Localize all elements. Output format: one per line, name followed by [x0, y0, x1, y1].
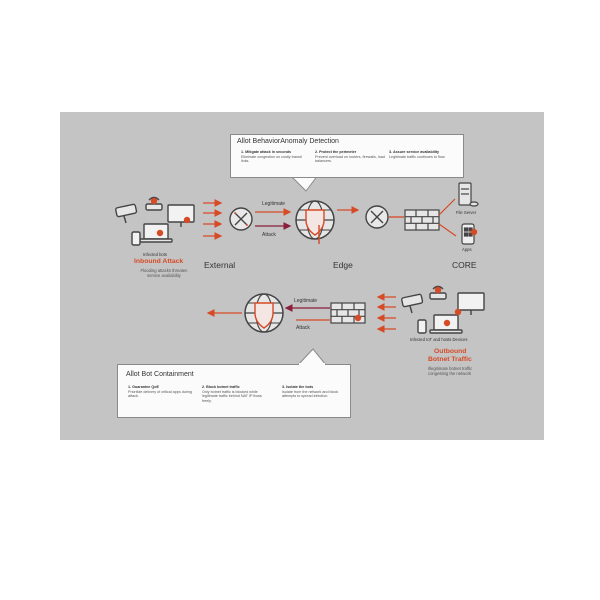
containment-step-2-body: Only botnet traffic is blocked while leg… — [202, 389, 262, 403]
containment-step-2: 2. Block botnet traffic Only botnet traf… — [202, 385, 272, 403]
firewall-icon — [404, 209, 440, 231]
zone-core: CORE — [452, 260, 477, 270]
detection-title: Allot BehaviorAnomaly Detection — [237, 138, 339, 145]
globe-shield-icon — [295, 200, 335, 240]
inbound-attack-arrows — [203, 199, 223, 240]
zone-external: External — [204, 260, 236, 270]
detection-pointer-mask — [291, 175, 317, 177]
file-server-label: File Server — [456, 210, 477, 215]
inbound-attack-label: Attack — [262, 232, 276, 238]
detection-step-3-body: Legitimate traffic continues to flow. — [389, 154, 446, 159]
detection-step-3-heading: 3. Assure service availability — [389, 150, 440, 154]
outbound-firewall-alert-icon — [354, 314, 362, 322]
containment-step-3-body: Isolate from the network and block attem… — [282, 389, 339, 399]
outbound-description-text: Illegitimate botnet traffic congesting t… — [428, 366, 473, 376]
router-icon — [229, 207, 253, 231]
detection-step-1: 1. Mitigate attack in seconds Eliminate … — [241, 150, 309, 164]
containment-step-3: 3. Isolate the bots Isolate from the net… — [282, 385, 346, 399]
inbound-attack-title: Inbound Attack — [134, 258, 184, 265]
outbound-title-line2: Botnet Traffic — [428, 356, 472, 363]
apps-label: Apps — [462, 247, 472, 252]
outbound-infected-badge-icon — [434, 286, 462, 327]
detection-step-2-heading: 2. Protect the perimeter — [315, 150, 357, 154]
outbound-devices-icon — [401, 285, 485, 334]
outbound-globe-shield-icon — [244, 293, 284, 333]
outbound-attack-arrows — [376, 293, 396, 333]
inbound-description: Flooding attacks threaten service availa… — [136, 268, 192, 278]
firewall-to-core-lines — [438, 198, 457, 237]
outbound-edge-arrows — [284, 304, 330, 321]
containment-pointer-mask — [299, 363, 325, 366]
detection-callout: Allot BehaviorAnomaly Detection 1. Mitig… — [230, 134, 464, 178]
containment-step-1-heading: 1. Guarantee QoE — [128, 385, 159, 389]
containment-callout-pointer — [297, 348, 327, 366]
detection-step-2-body: Prevent overload on routers, firewalls, … — [315, 154, 385, 164]
containment-title: Allot Bot Containment — [126, 371, 194, 378]
inbound-infected-label: Infected bots — [143, 252, 167, 257]
infected-badge-icon — [150, 197, 191, 237]
inbound-devices-icon — [115, 196, 195, 246]
outbound-description: Illegitimate botnet traffic congesting t… — [428, 366, 478, 376]
containment-step-3-heading: 3. Isolate the bots — [282, 385, 314, 389]
apps-alert-icon — [470, 228, 478, 236]
containment-step-2-heading: 2. Block botnet traffic — [202, 385, 240, 389]
edge-arrows — [255, 208, 292, 230]
inbound-legit-label: Legitimate — [262, 201, 286, 207]
containment-step-1: 1. Guarantee QoE Prioritize delivery of … — [128, 385, 192, 399]
core-router-icon — [365, 205, 389, 229]
containment-callout: Allot Bot Containment 1. Guarantee QoE P… — [117, 364, 351, 418]
outbound-title-line1: Outbound — [434, 348, 467, 355]
outbound-infected-label: Infected IoT and hosts Devices — [410, 337, 468, 342]
outbound-legit-label: Legitimate — [294, 298, 318, 304]
file-server-icon — [458, 182, 479, 207]
detection-step-1-heading: 1. Mitigate attack in seconds — [241, 150, 292, 154]
detection-step-2: 2. Protect the perimeter Prevent overloa… — [315, 150, 385, 164]
zone-edge: Edge — [333, 260, 353, 270]
containment-step-1-body: Prioritize delivery of critical apps dur… — [128, 389, 192, 399]
detection-step-3: 3. Assure service availability Legitimat… — [389, 150, 459, 159]
outbound-attack-label: Attack — [296, 325, 310, 331]
inbound-description-text: Flooding attacks threaten service availa… — [140, 268, 188, 278]
detection-callout-pointer — [289, 174, 319, 192]
detection-step-1-body: Eliminate congestion on costly transit l… — [241, 154, 302, 164]
